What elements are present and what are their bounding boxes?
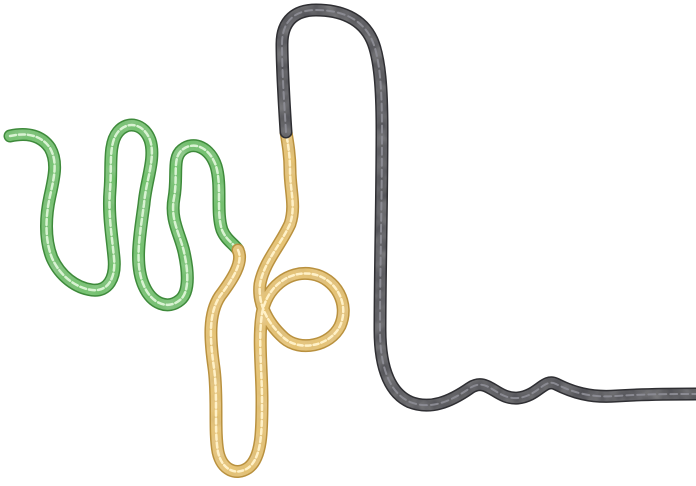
yellow-segment-body xyxy=(211,132,343,471)
yellow-segment xyxy=(211,132,343,471)
yellow-segment-highlight xyxy=(211,132,343,471)
green-segment xyxy=(10,125,238,305)
green-segment-body xyxy=(10,125,238,305)
yellow-segment-shadow xyxy=(211,132,343,471)
dark-segment-body xyxy=(282,10,696,405)
dark-segment-shadow xyxy=(282,10,696,405)
dark-segment xyxy=(282,10,696,405)
dark-segment-highlight xyxy=(282,10,696,405)
